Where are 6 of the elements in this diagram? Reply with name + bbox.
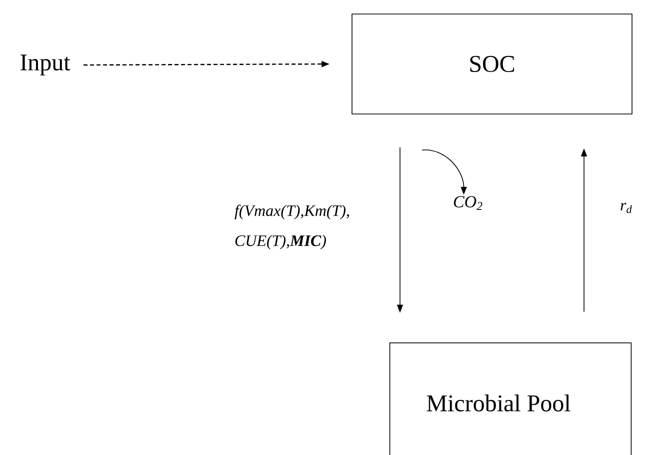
process-box: SOC [352, 14, 632, 114]
input-label: Input [20, 54, 70, 76]
output-label: CO$_{2}$ [454, 196, 482, 210]
process-box: Microbial Pool [389, 342, 632, 455]
edge-label: f(Vmax(T),Km(T), CUE(T),MIC) [234, 204, 349, 250]
edge-label: r$_{d}$ [620, 202, 632, 214]
